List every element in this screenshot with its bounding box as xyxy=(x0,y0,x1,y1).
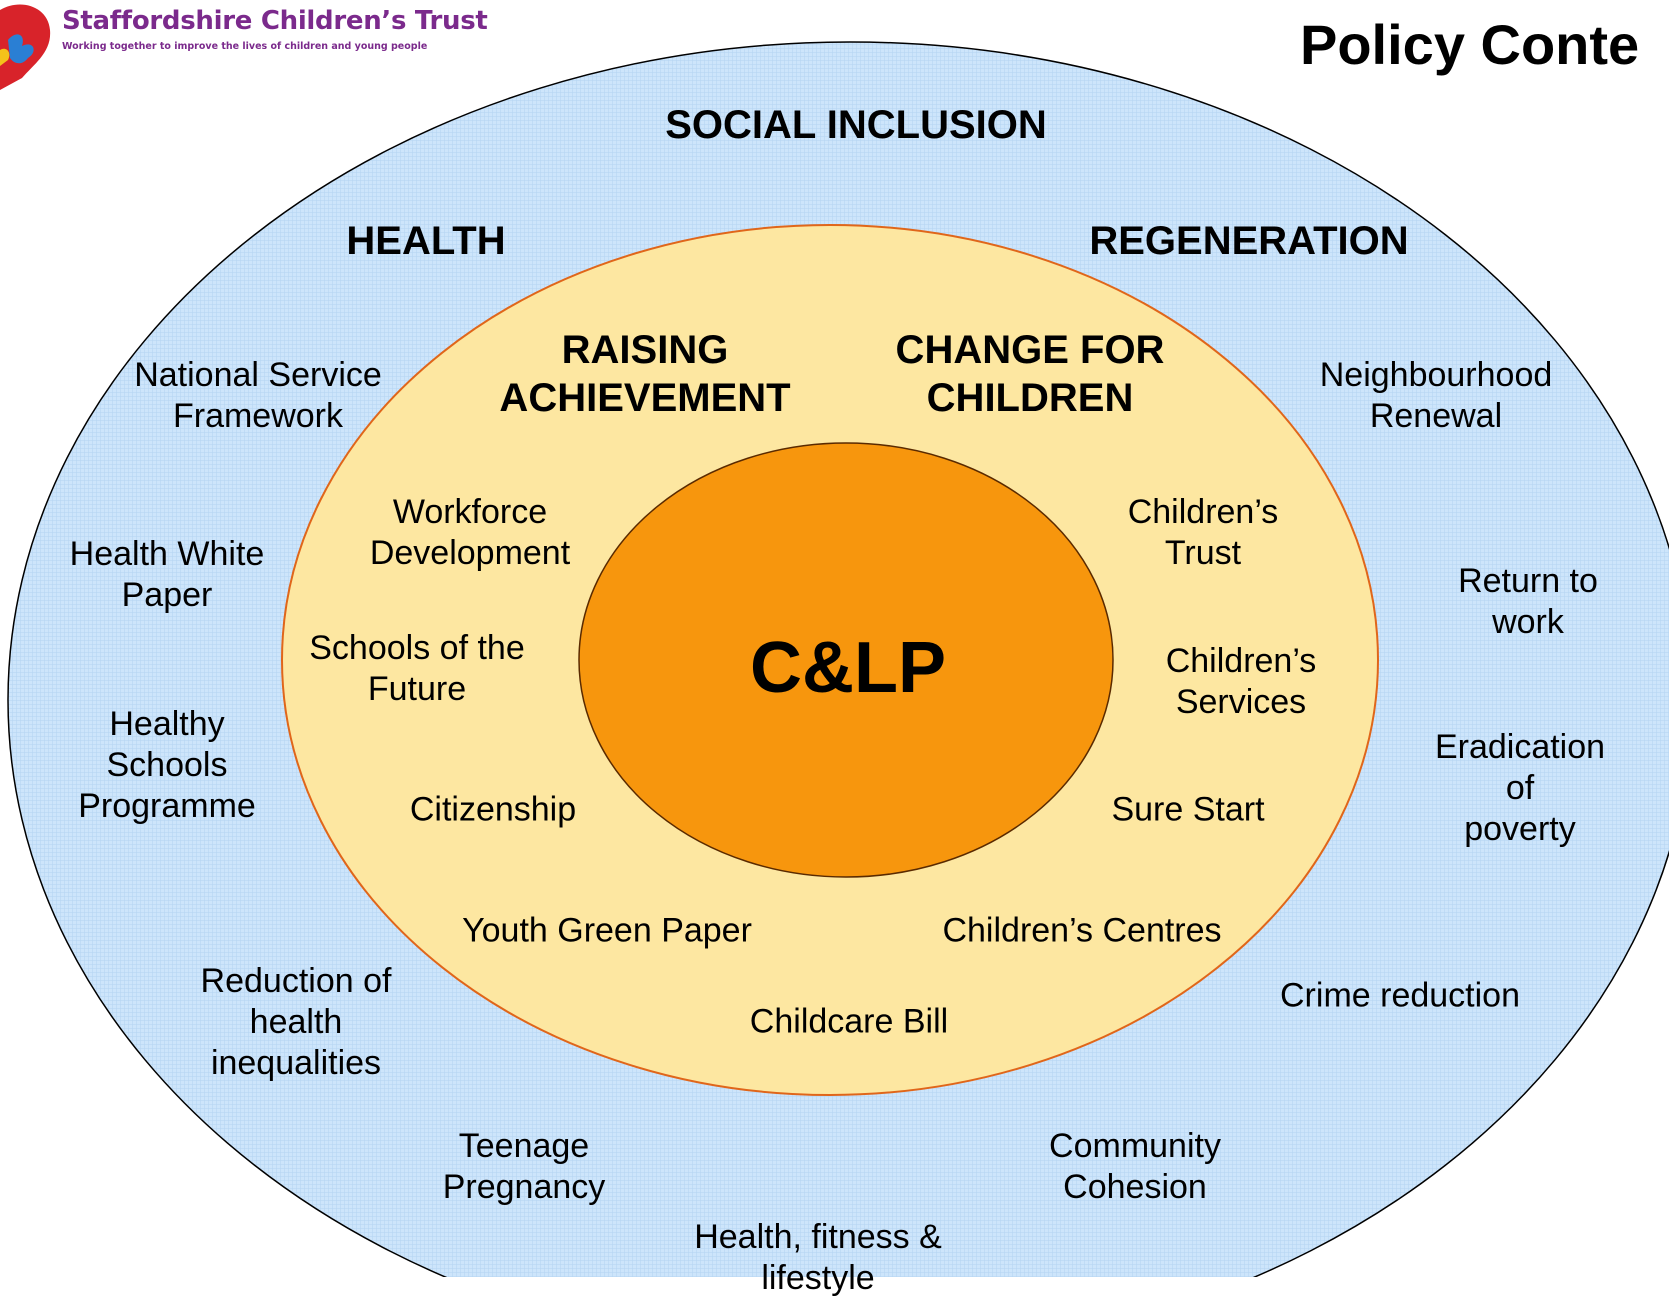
inner-item-youth-green-paper: Youth Green Paper xyxy=(462,911,752,950)
page-title: Policy Conte xyxy=(1300,13,1640,76)
inner-item-schools-of-the-future: Schools of the Future xyxy=(309,629,525,708)
logo: Staffordshire Children’s Trust Working t… xyxy=(0,0,488,100)
heading-social-inclusion: SOCIAL INCLUSION xyxy=(665,103,1047,147)
outer-item-teenage-pregnancy: Teenage Pregnancy xyxy=(442,1127,606,1206)
outer-item-reduction-health-inequalities: Reduction of health inequalities xyxy=(200,961,392,1082)
inner-item-childrens-centres: Children’s Centres xyxy=(942,911,1222,950)
outer-item-eradication-of-poverty: Eradication of poverty xyxy=(1434,727,1606,848)
heading-raising-achievement: RAISING ACHIEVEMENT xyxy=(499,328,791,420)
inner-item-childcare-bill: Childcare Bill xyxy=(749,1002,949,1041)
outer-item-healthy-schools-programme: Healthy Schools Programme xyxy=(78,704,256,825)
outer-item-national-service-framework: National Service Framework xyxy=(134,356,382,435)
inner-item-citizenship: Citizenship xyxy=(409,790,577,829)
inner-item-workforce-development: Workforce Development xyxy=(369,493,571,572)
center-label: C&LP xyxy=(750,627,946,708)
heading-regeneration: REGENERATION xyxy=(1089,219,1409,263)
outer-item-health-white-paper: Health White Paper xyxy=(69,535,265,614)
outer-item-community-cohesion: Community Cohesion xyxy=(1049,1127,1221,1206)
center-circle xyxy=(578,442,1114,878)
inner-item-childrens-trust: Children’s Trust xyxy=(1127,493,1279,572)
outer-item-health-fitness-lifestyle: Health, fitness & lifestyle xyxy=(694,1218,942,1297)
heading-health: HEALTH xyxy=(346,219,506,263)
logo-tagline: Working together to improve the lives of… xyxy=(62,41,428,52)
inner-item-sure-start: Sure Start xyxy=(1111,790,1265,829)
inner-item-childrens-services: Children’s Services xyxy=(1165,642,1317,721)
trust-logo-icon xyxy=(0,4,51,91)
heading-change-for-children: CHANGE FOR CHILDREN xyxy=(895,328,1165,420)
outer-item-crime-reduction: Crime reduction xyxy=(1280,976,1520,1015)
outer-item-return-to-work: Return to work xyxy=(1458,562,1598,641)
outer-item-neighbourhood-renewal: Neighbourhood Renewal xyxy=(1319,356,1553,435)
logo-title: Staffordshire Children’s Trust xyxy=(62,6,488,36)
